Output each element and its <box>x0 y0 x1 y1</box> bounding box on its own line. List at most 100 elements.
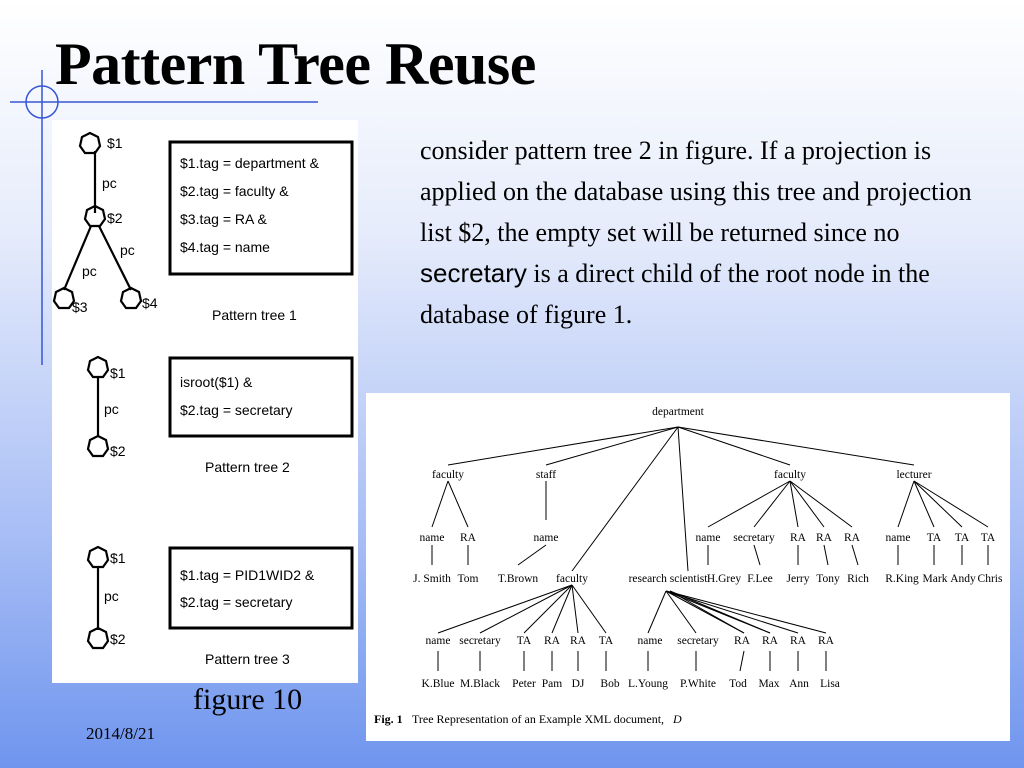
tree1-node-2-label: $2 <box>107 210 123 226</box>
xml-research-scientist: research scientist <box>629 573 709 585</box>
tree2-node-1-label: $1 <box>110 365 126 381</box>
xml-f1-name-value: J. Smith <box>413 573 451 585</box>
tree1-cond-1: $1.tag = department & <box>180 155 320 171</box>
xml-staff-name-value: T.Brown <box>498 573 539 585</box>
tree3-node-1-label: $1 <box>110 550 126 566</box>
xml-f3-name: name <box>426 635 451 647</box>
xml-f2-ra-2-value: Tony <box>816 573 840 585</box>
tree3-caption: Pattern tree 3 <box>205 651 290 667</box>
xml-f1-name: name <box>420 532 445 544</box>
xml-f2-ra-3-value: Rich <box>847 573 869 585</box>
xml-fig-text: Tree Representation of an Example XML do… <box>412 712 664 726</box>
tree2-node-1 <box>86 355 110 379</box>
xml-f3-ra-2-value: DJ <box>572 678 585 690</box>
tree2-node-2 <box>86 434 110 458</box>
xml-l-ta-2: TA <box>955 532 970 544</box>
slide-title: Pattern Tree Reuse <box>55 31 536 97</box>
slide-body-text: consider pattern tree 2 in figure. If a … <box>420 130 1000 335</box>
xml-faculty-3: faculty <box>556 573 588 585</box>
xml-f1-ra: RA <box>460 532 477 544</box>
pattern-trees-svg: $1 $2 $3 $4 pc pc pc $1.tag = department… <box>52 131 354 667</box>
tree2-edge-label: pc <box>104 401 119 417</box>
tree2-condition-box <box>168 356 354 438</box>
body-text-highlight: secretary <box>420 258 527 288</box>
tree1-node-1-label: $1 <box>107 135 123 151</box>
xml-rs-ra-4: RA <box>818 635 835 647</box>
tree3-edge-label: pc <box>104 588 119 604</box>
xml-lecturer: lecturer <box>896 469 931 481</box>
xml-tree-figure: department faculty staff faculty lecture… <box>366 393 1010 741</box>
xml-root-label: department <box>652 406 705 418</box>
tree1-cond-4: $4.tag = name <box>180 239 270 255</box>
tree1-cond-2: $2.tag = faculty & <box>180 183 289 199</box>
pattern-trees-figure: $1 $2 $3 $4 pc pc pc $1.tag = department… <box>52 120 358 683</box>
xml-f2-ra-1: RA <box>790 532 807 544</box>
xml-faculty-1: faculty <box>432 469 464 481</box>
xml-f3-secretary: secretary <box>459 635 501 647</box>
xml-rs-ra-3: RA <box>790 635 807 647</box>
tree1-node-3-label: $3 <box>72 299 88 315</box>
xml-rs-ra-3-value: Ann <box>789 678 809 690</box>
tree1-edge-3-label: pc <box>82 263 97 279</box>
slide-date: 2014/8/21 <box>86 724 155 743</box>
xml-staff-name: name <box>534 532 559 544</box>
xml-rs-name: name <box>638 635 663 647</box>
tree3-cond-2: $2.tag = secretary <box>180 594 292 610</box>
xml-rs-ra-1: RA <box>734 635 751 647</box>
xml-f2-secretary: secretary <box>733 532 775 544</box>
xml-faculty-2: faculty <box>774 469 806 481</box>
xml-f2-ra-1-value: Jerry <box>787 573 810 585</box>
tree2-node-2-label: $2 <box>110 443 126 459</box>
body-text-before: consider pattern tree 2 in figure. If a … <box>420 136 972 247</box>
xml-f3-secretary-value: M.Black <box>460 678 500 690</box>
tree1-node-1 <box>78 131 102 155</box>
xml-l-ta-1: TA <box>927 532 942 544</box>
tree3-node-2 <box>86 626 110 650</box>
xml-f3-ta-2: TA <box>599 635 614 647</box>
xml-tree-svg: department faculty staff faculty lecture… <box>374 406 1003 726</box>
xml-rs-ra-4-value: Lisa <box>820 678 840 690</box>
xml-staff: staff <box>536 469 556 481</box>
xml-rs-secretary-value: P.White <box>680 678 716 690</box>
xml-f2-name: name <box>696 532 721 544</box>
xml-f2-secretary-value: F.Lee <box>747 573 773 585</box>
tree1-cond-3: $3.tag = RA & <box>180 211 267 227</box>
xml-f3-ta-2-value: Bob <box>600 678 619 690</box>
tree3-cond-1: $1.tag = PID1WID2 & <box>180 567 315 583</box>
xml-rs-secretary: secretary <box>677 635 719 647</box>
tree3-node-1 <box>86 545 110 569</box>
xml-f3-ta-1: TA <box>517 635 532 647</box>
xml-f3-ra-1-value: Pam <box>542 678 563 690</box>
xml-l-ta-3: TA <box>981 532 996 544</box>
xml-f2-ra-3: RA <box>844 532 861 544</box>
tree1-node-4-label: $4 <box>142 295 158 311</box>
xml-f3-name-value: K.Blue <box>422 678 455 690</box>
tree3-node-2-label: $2 <box>110 631 126 647</box>
figure-caption: figure 10 <box>193 683 303 716</box>
xml-rs-name-value: L.Young <box>628 678 668 690</box>
tree2-cond-1: isroot($1) & <box>180 374 253 390</box>
tree1-node-4 <box>119 286 143 310</box>
tree1-edge-1-label: pc <box>102 175 117 191</box>
xml-rs-ra-2: RA <box>762 635 779 647</box>
tree1-node-2 <box>83 204 107 228</box>
xml-f2-ra-2: RA <box>816 532 833 544</box>
tree1-condition-box <box>168 140 354 276</box>
xml-f3-ra-1: RA <box>544 635 561 647</box>
xml-f1-ra-value: Tom <box>458 573 479 585</box>
xml-fig-label: Fig. 1 <box>374 712 403 726</box>
xml-fig-var: D <box>672 712 682 726</box>
xml-f3-ta-1-value: Peter <box>512 678 536 690</box>
xml-f3-ra-2: RA <box>570 635 587 647</box>
xml-l-name: name <box>886 532 911 544</box>
xml-l-ta-1-value: Mark <box>923 573 948 585</box>
tree1-caption: Pattern tree 1 <box>212 307 297 323</box>
xml-l-name-value: R.King <box>885 573 919 585</box>
xml-l-ta-2-value: Andy <box>950 573 976 585</box>
tree1-node-3 <box>52 286 76 310</box>
xml-rs-ra-2-value: Max <box>758 678 779 690</box>
body-text-after: is a direct child of the root node in th… <box>420 259 930 329</box>
xml-rs-ra-1-value: Tod <box>729 678 747 690</box>
tree1-edge-2-label: pc <box>120 242 135 258</box>
